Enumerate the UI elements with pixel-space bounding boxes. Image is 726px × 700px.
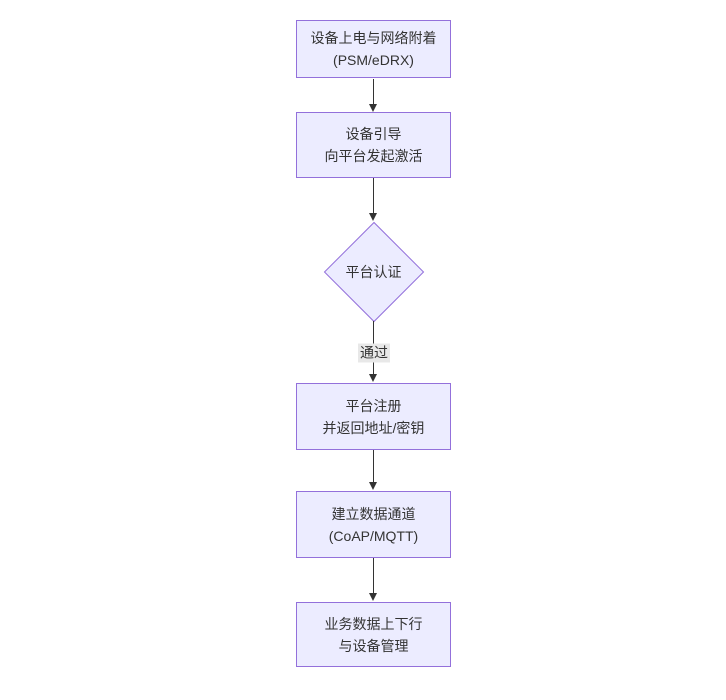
node-device-power-network-attach: 设备上电与网络附着 (PSM/eDRX) xyxy=(296,20,451,78)
node-line: 设备上电与网络附着 xyxy=(310,30,437,46)
node-line: 建立数据通道 xyxy=(331,505,416,522)
arrowhead-icon xyxy=(369,213,377,221)
arrow-e-f xyxy=(368,558,379,601)
node-line: 并返回地址/密钥 xyxy=(322,419,425,436)
arrowhead-icon xyxy=(369,104,377,112)
node-business-data-management: 业务数据上下行 与设备管理 xyxy=(296,602,451,667)
node-line: 业务数据上下行 xyxy=(324,615,423,632)
node-line: 与设备管理 xyxy=(338,637,409,654)
node-line: (CoAP/MQTT) xyxy=(328,527,419,544)
arrowhead-icon xyxy=(369,482,377,490)
arrowhead-icon xyxy=(369,374,377,382)
node-line: 向平台发起激活 xyxy=(324,148,423,164)
arrow-line xyxy=(373,558,374,595)
node-device-bootstrap: 设备引导 向平台发起激活 xyxy=(296,112,451,178)
arrowhead-icon xyxy=(369,593,377,601)
arrow-line xyxy=(373,79,374,106)
edge-label-pass: 通过 xyxy=(358,343,390,363)
arrow-d-e xyxy=(368,450,379,490)
node-line: 平台注册 xyxy=(345,397,402,414)
node-line: (PSM/eDRX) xyxy=(333,52,414,68)
arrow-line xyxy=(373,178,374,215)
node-platform-register: 平台注册 并返回地址/密钥 xyxy=(296,383,451,450)
node-line: 设备引导 xyxy=(345,126,402,142)
diamond-label: 平台认证 xyxy=(345,263,402,280)
node-data-channel: 建立数据通道 (CoAP/MQTT) xyxy=(296,491,451,558)
arrow-b-c xyxy=(368,178,379,221)
decision-platform-auth: 平台认证 xyxy=(322,221,425,322)
arrow-line xyxy=(373,450,374,484)
arrow-a-b xyxy=(368,79,379,112)
